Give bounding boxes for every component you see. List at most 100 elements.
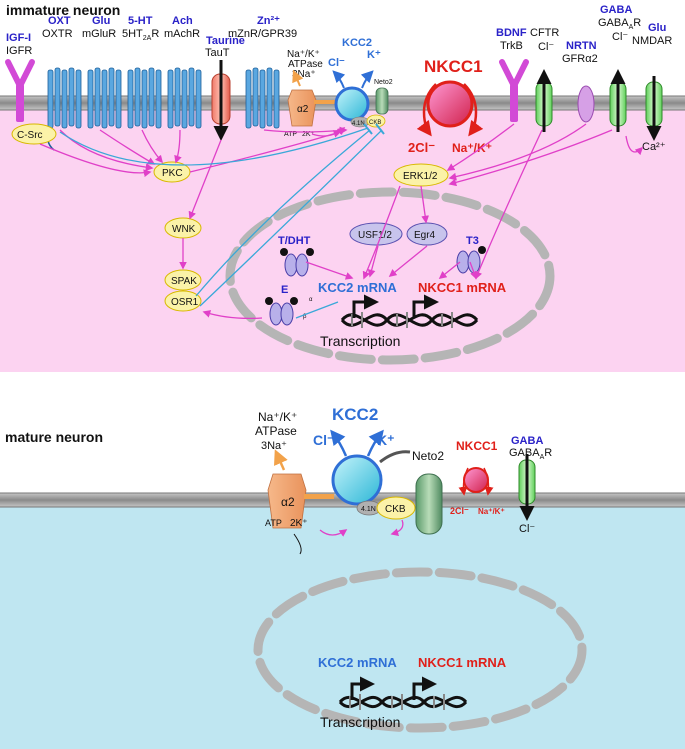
nkcc1-mrna: NKCC1 mRNA — [418, 280, 507, 295]
kcc2-mrna: KCC2 mRNA — [318, 280, 397, 295]
receptor-5ht2ar: 5HT2AR — [122, 28, 159, 42]
estrogen-receptor-dimer-icon — [265, 297, 298, 326]
nkcc1-nak: Na⁺/K⁺ — [452, 141, 492, 155]
mature-nkcc1-transporter-icon — [458, 467, 494, 496]
receptor-gabaar-end: R — [633, 17, 641, 29]
osr1-label: OSR1 — [171, 297, 199, 308]
mature-kcc2-cl: Cl⁻ — [313, 432, 334, 448]
kcc2-label: KCC2 — [342, 37, 372, 49]
pump-label-1: Na⁺/K⁺ — [287, 49, 320, 60]
trkb-y-receptor-icon — [499, 59, 529, 122]
mature-nucleus — [253, 567, 587, 733]
gaba-cl: Cl⁻ — [612, 31, 628, 43]
mature-pump-label-3: 3Na⁺ — [261, 440, 287, 452]
ligand-glu2: Glu — [648, 22, 666, 34]
mature-kcc2-mrna: KCC2 mRNA — [318, 655, 397, 670]
kcc2-transporter-icon — [332, 70, 389, 128]
mature-kcc2-41n: 4.1N — [361, 506, 376, 513]
pathway-arrows — [39, 123, 644, 320]
igfr-y-receptor-icon — [5, 59, 35, 122]
ligand-glu: Glu — [92, 15, 110, 27]
erk-label: ERK1/2 — [403, 171, 438, 182]
immature-cytoplasm — [0, 108, 685, 372]
pump-label-2: ATPase — [288, 59, 323, 70]
tdht-label: T/DHT — [278, 235, 311, 247]
receptor-5ht2ar-sub: 2A — [143, 35, 152, 42]
receptor-mznr: mZnR/GPR39 — [228, 28, 297, 40]
kcc2-neto2: Neto2 — [374, 79, 393, 86]
receptor-nmdar: NMDAR — [632, 35, 672, 47]
ligand-5ht: 5-HT — [128, 15, 153, 27]
mature-pump-icon — [267, 449, 334, 555]
spak-node — [164, 269, 202, 291]
pump-alpha: α2 — [297, 104, 309, 115]
receptor-cftr: CFTR — [530, 27, 559, 39]
pump-atp: ATP — [284, 131, 297, 138]
ligand-igf: IGF-I — [6, 32, 31, 44]
kcc2-k: K⁺ — [367, 49, 381, 61]
usf-node — [349, 222, 403, 246]
mature-kcc2-k: K⁺ — [377, 432, 395, 448]
mature-kcc2-neto2: Neto2 — [412, 449, 444, 463]
ligand-nrtn: NRTN — [566, 40, 597, 52]
mature-nkcc1-cl: 2Cl⁻ — [450, 506, 469, 516]
kcc2-cl: Cl⁻ — [328, 57, 345, 69]
ligand-zn: Zn²⁺ — [257, 15, 280, 27]
pump-label-3: 3Na⁺ — [292, 69, 316, 80]
t3-label: T3 — [466, 235, 479, 247]
egr4-label: Egr4 — [414, 230, 436, 241]
receptor-5ht2ar-end: R — [151, 28, 159, 40]
mature-gaba-cl: Cl⁻ — [519, 523, 535, 535]
pkc-label: PKC — [162, 168, 183, 179]
mature-pump-label-1: Na⁺/K⁺ — [258, 410, 297, 424]
mature-kcc2-label: KCC2 — [332, 405, 378, 424]
oxtr-gpcr-icon — [47, 67, 82, 151]
receptor-oxtr: OXTR — [42, 28, 73, 40]
t3-receptor-dimer-icon — [456, 246, 486, 274]
immature-panel: immature neuron IGF-I IGFR OXT OXTR Glu … — [0, 2, 685, 372]
gabaar-channel-icon — [609, 69, 627, 132]
mature-pump-atp: ATP — [265, 518, 282, 528]
kcc2-ckb: CKB — [369, 120, 381, 126]
ligand-oxt: OXT — [48, 15, 71, 27]
kcc2-41n: 4.1N — [352, 121, 365, 127]
mature-panel: mature neuron Na⁺/K⁺ ATPase 3Na⁺ α2 ATP … — [0, 405, 685, 749]
ligand-taurine: Taurine — [206, 35, 245, 47]
mature-transcription-label: Transcription — [320, 714, 400, 730]
immature-nucleus — [225, 187, 555, 365]
machr-gpcr-icon — [167, 67, 202, 129]
dna-icon — [340, 294, 479, 328]
gfra2-receptor-icon — [577, 85, 595, 123]
pump-icon — [287, 69, 336, 127]
mature-gabaar: GABAAR — [509, 447, 552, 461]
receptor-gabaar-main: GABA — [598, 17, 629, 29]
tdht-receptor-dimer-icon — [280, 248, 314, 277]
receptor-gabaar-sub: A — [629, 24, 634, 31]
ligand-gaba: GABA — [600, 4, 632, 16]
mature-kcc2-transporter-icon — [319, 429, 443, 537]
nkcc1-cl: 2Cl⁻ — [408, 140, 435, 155]
mature-title: mature neuron — [5, 429, 103, 445]
cftr-cl: Cl⁻ — [538, 41, 554, 53]
spak-label: SPAK — [171, 276, 197, 287]
er-alpha: α — [309, 297, 313, 303]
receptor-machr: mAchR — [164, 28, 200, 40]
receptor-gabaar: GABAAR — [598, 17, 641, 31]
nkcc1-transporter-icon — [416, 80, 484, 137]
immature-title: immature neuron — [6, 2, 120, 18]
receptor-igfr: IGFR — [6, 45, 32, 57]
receptor-trkb: TrkB — [500, 40, 523, 52]
ligand-bdnf: BDNF — [496, 27, 527, 39]
mature-dna-icon — [338, 676, 468, 710]
receptor-mglur: mGluR — [82, 28, 116, 40]
mature-cytoplasm — [0, 507, 685, 749]
nmdar-channel-icon — [645, 76, 663, 141]
pump-k: 2K⁺ — [302, 131, 315, 138]
mature-gabaar-main: GABA — [509, 447, 540, 459]
mature-pump-k: 2K⁺ — [290, 518, 308, 529]
mature-gabaar-end: R — [544, 447, 552, 459]
5ht2ar-gpcr-icon — [127, 67, 162, 129]
mature-gabaar-channel-icon — [518, 454, 536, 521]
